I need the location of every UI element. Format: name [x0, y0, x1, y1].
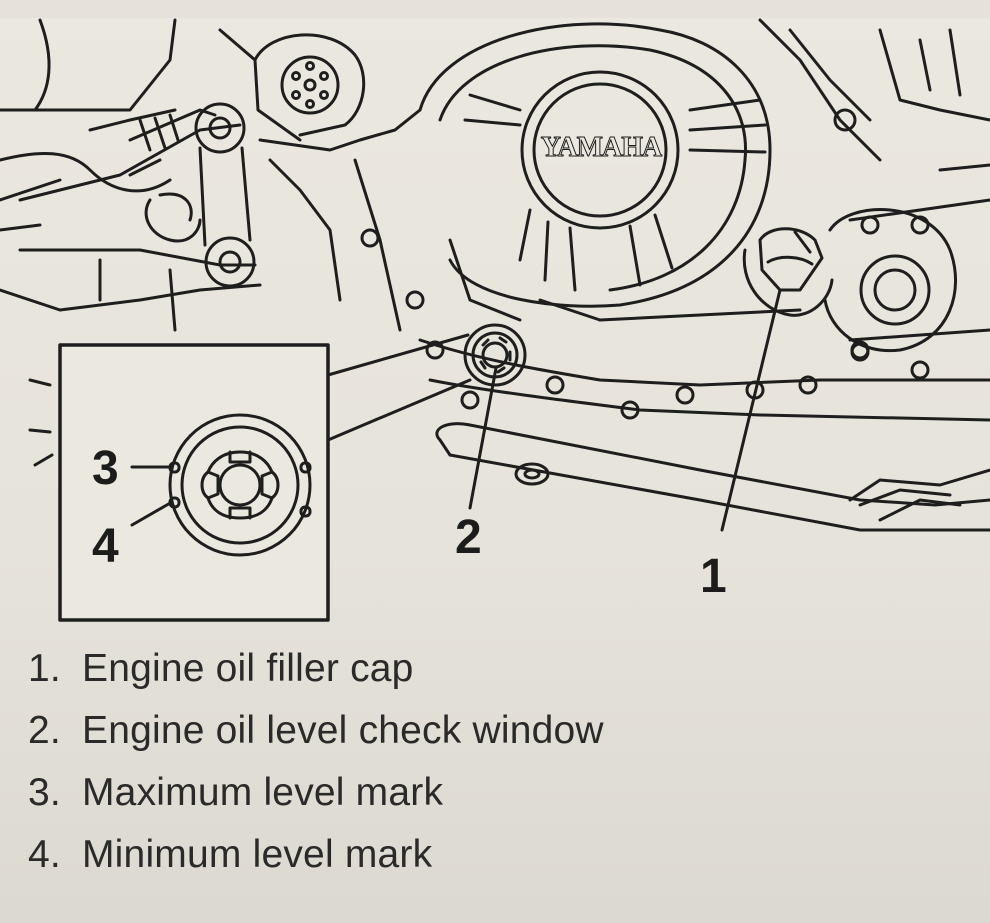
legend-item-maximum-level: 3. Maximum level mark — [28, 762, 848, 824]
legend-number: 2. — [28, 709, 61, 752]
top-round-cover — [218, 28, 422, 332]
engine-side-cover: YAMAHA — [418, 22, 772, 322]
oil-filler-cap — [742, 227, 834, 317]
legend-text: Engine oil level check window — [82, 709, 604, 752]
legend-number: 3. — [28, 771, 61, 814]
legend-text: Minimum level mark — [82, 833, 433, 876]
legend-number: 4. — [28, 833, 61, 876]
magnified-inset — [58, 333, 472, 622]
right-engine-parts — [758, 18, 990, 380]
frame-linkage — [0, 18, 262, 332]
legend-item-oil-filler-cap: 1. Engine oil filler cap — [28, 638, 848, 700]
callout-3: 3 — [92, 442, 119, 495]
callout-4: 4 — [92, 520, 119, 573]
legend-text: Engine oil filler cap — [82, 647, 414, 690]
legend-text: Maximum level mark — [82, 771, 444, 814]
foot-bracket — [435, 422, 990, 532]
legend-item-oil-level-window: 2. Engine oil level check window — [28, 700, 848, 762]
leader-lines — [28, 288, 782, 532]
legend-item-minimum-level: 4. Minimum level mark — [28, 824, 848, 886]
brand-badge: YAMAHA — [541, 132, 663, 163]
show-through-text — [0, 0, 990, 18]
legend-list: 1. Engine oil filler cap 2. Engine oil lev… — [28, 638, 848, 886]
engine-oil-diagram: YAMAHA — [0, 0, 990, 622]
legend-number: 1. — [28, 647, 61, 690]
callout-2: 2 — [455, 511, 482, 564]
callout-1: 1 — [700, 550, 727, 603]
crankcase-lower — [360, 228, 990, 422]
